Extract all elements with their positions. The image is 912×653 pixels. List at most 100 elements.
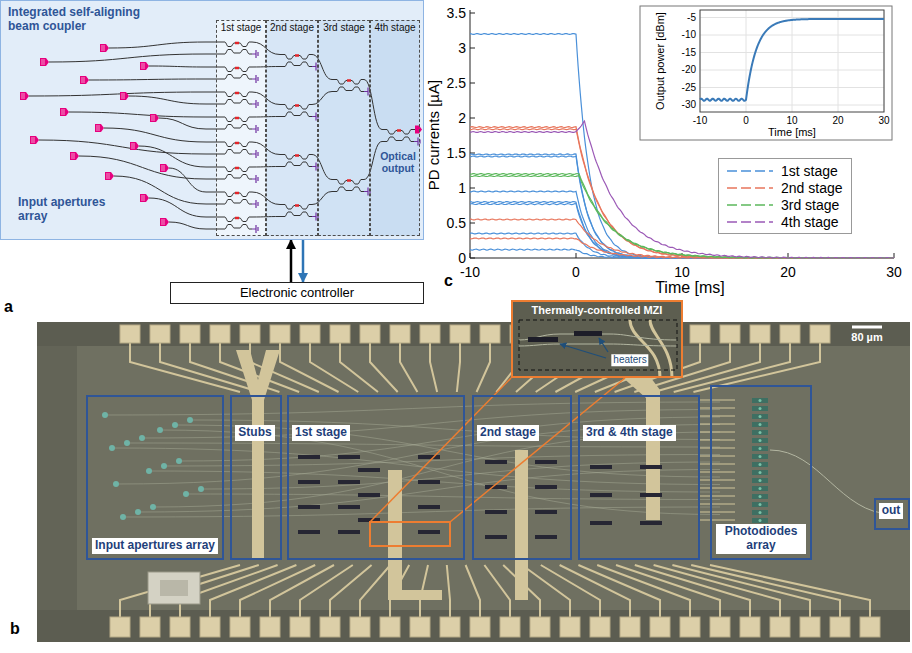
chart-legend: 1st stage2nd stage3rd stage4th stage bbox=[718, 158, 852, 234]
grating-coupler bbox=[140, 62, 149, 70]
tick-label: -15 bbox=[682, 47, 696, 59]
node-label: 1st stage bbox=[292, 425, 350, 441]
waveguide bbox=[220, 100, 252, 105]
legend-sample bbox=[727, 166, 773, 176]
metal-trace bbox=[270, 565, 334, 617]
chip-waveguide bbox=[116, 425, 720, 485]
waveguide bbox=[139, 146, 220, 167]
waveguide bbox=[364, 80, 382, 130]
drop-detector bbox=[252, 100, 258, 108]
bond-pad bbox=[260, 617, 280, 637]
input-aperture bbox=[120, 514, 126, 520]
mzi-outline bbox=[519, 320, 677, 370]
signal-arrow bbox=[290, 240, 293, 282]
stage-shade bbox=[318, 20, 370, 236]
photodiode-dot bbox=[759, 439, 762, 442]
heater bbox=[640, 521, 662, 525]
bond-pad bbox=[530, 617, 550, 637]
metal-trace bbox=[300, 565, 353, 617]
tick-label: -10 bbox=[693, 115, 707, 127]
photodiode-dot bbox=[759, 423, 762, 426]
tick-label: 30 bbox=[878, 115, 889, 127]
waveguide bbox=[332, 187, 364, 192]
grating-coupler bbox=[140, 194, 149, 202]
tick-mark bbox=[470, 48, 475, 49]
heater bbox=[535, 535, 557, 539]
grating-lines bbox=[142, 63, 144, 69]
waveguide bbox=[332, 87, 364, 92]
input-aperture bbox=[150, 504, 156, 510]
region-label: Input apertures array bbox=[18, 196, 128, 224]
heater bbox=[235, 142, 239, 145]
chip-waveguide bbox=[160, 430, 720, 515]
bond-pad bbox=[710, 617, 730, 637]
metal-trace bbox=[635, 565, 750, 617]
metal-trace bbox=[597, 565, 690, 617]
signal-arrow bbox=[302, 240, 305, 282]
pd-current-curve bbox=[470, 154, 894, 258]
drop-detector bbox=[252, 50, 258, 58]
axis-title: Time [ms] bbox=[655, 279, 725, 297]
metal-trace bbox=[210, 565, 296, 617]
tick-label: -5 bbox=[687, 12, 696, 24]
tick-label: 30 bbox=[886, 264, 902, 280]
metal-trace bbox=[700, 519, 735, 520]
grating-lines bbox=[152, 115, 154, 121]
tick-label: 0 bbox=[572, 264, 580, 280]
heater bbox=[535, 510, 557, 514]
chip-edge bbox=[37, 346, 77, 610]
tick-label: 0.5 bbox=[447, 215, 466, 231]
metal-trace bbox=[710, 565, 870, 617]
waveguide bbox=[159, 118, 220, 129]
chip-region: out bbox=[874, 498, 911, 530]
bond-pad bbox=[170, 617, 190, 637]
chip-region: Stubs bbox=[230, 395, 281, 560]
heater bbox=[235, 67, 239, 70]
tick-mark bbox=[470, 223, 475, 224]
bond-pad bbox=[360, 325, 380, 343]
heater bbox=[235, 217, 239, 220]
stage-band: 3rd stage bbox=[318, 20, 370, 236]
legend-line bbox=[727, 170, 773, 172]
photodiode-dot bbox=[759, 447, 762, 450]
input-aperture bbox=[176, 458, 182, 464]
grating-lines bbox=[132, 143, 134, 149]
bond-pad bbox=[330, 325, 350, 343]
metal-trace bbox=[700, 447, 735, 448]
grating-coupler bbox=[20, 92, 29, 100]
photodiode-dot bbox=[759, 519, 762, 522]
grating-lines bbox=[62, 109, 64, 115]
waveguide bbox=[312, 155, 332, 180]
drop-detector bbox=[252, 200, 258, 208]
metal-trace bbox=[700, 423, 735, 424]
waveguide bbox=[332, 80, 364, 85]
waveguide bbox=[89, 79, 220, 80]
bond-pad bbox=[440, 617, 460, 637]
photodiode bbox=[752, 502, 768, 507]
metal-stub bbox=[236, 350, 280, 560]
pd-current-curve bbox=[470, 176, 894, 258]
bond-pad bbox=[410, 617, 430, 637]
metal-trace bbox=[691, 565, 840, 617]
metal-trace bbox=[360, 565, 390, 617]
grating-lines bbox=[102, 45, 104, 51]
metal-trace bbox=[700, 479, 735, 480]
waveguide bbox=[280, 212, 312, 217]
photodiode bbox=[752, 438, 768, 443]
waveguide bbox=[220, 142, 252, 147]
bond-pad bbox=[720, 325, 740, 343]
photodiode bbox=[752, 430, 768, 435]
input-aperture bbox=[135, 509, 141, 515]
waveguide bbox=[280, 155, 312, 160]
metal-trace bbox=[700, 455, 735, 456]
node-label: 3rd & 4th stage bbox=[583, 425, 676, 441]
legend-sample bbox=[727, 217, 773, 227]
waveguide bbox=[220, 75, 252, 80]
bond-pad bbox=[270, 325, 290, 343]
waveguide bbox=[109, 42, 220, 48]
heater bbox=[397, 129, 401, 132]
waveguide bbox=[220, 50, 252, 55]
photodiode bbox=[752, 462, 768, 467]
photodiode bbox=[752, 422, 768, 427]
grating-coupler bbox=[30, 136, 39, 144]
